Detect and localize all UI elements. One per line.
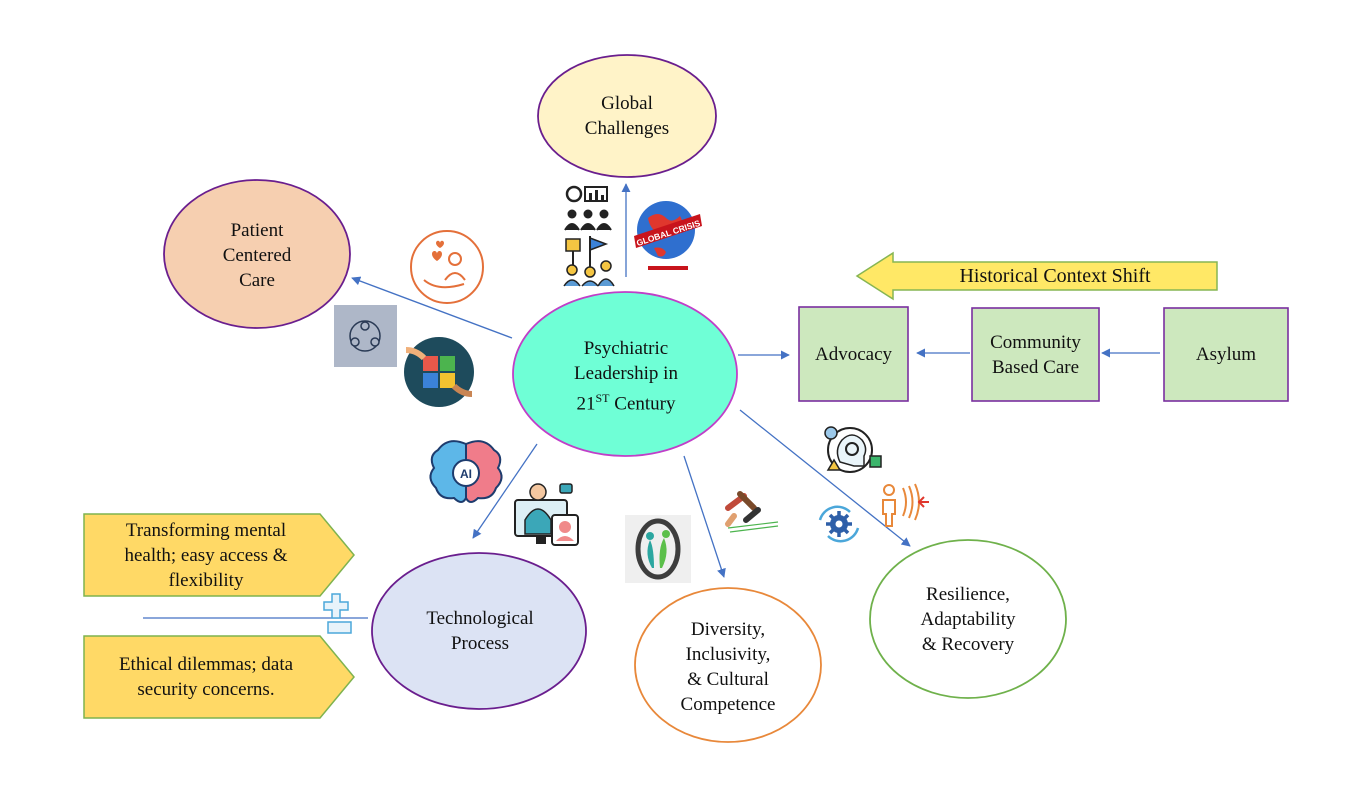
tech-line1: Technological	[426, 608, 534, 629]
resilience-label: Resilience, Adaptability & Recovery	[885, 579, 1051, 659]
puzzle-hands-icon	[404, 337, 474, 407]
community-box	[971, 307, 1100, 402]
patient-centered-care-node	[163, 179, 351, 329]
patient-centered-care-label: Patient Centered Care	[185, 214, 329, 296]
connector-patient	[351, 276, 513, 339]
diversity-line3: & Cultural	[687, 669, 769, 690]
globe-crisis-icon: GLOBAL CRISIS	[632, 190, 702, 275]
connectors	[143, 183, 1160, 619]
tech-negative-label: Ethical dilemmas; data security concerns…	[88, 636, 324, 718]
resilience-line1: Resilience,	[926, 583, 1010, 605]
mind-gears-icon	[824, 426, 882, 473]
resilience-line2: Adaptability	[920, 608, 1016, 630]
global-challenges-line1: Global	[601, 93, 653, 114]
ai-brain-label: AI	[460, 467, 472, 481]
connector-diversity	[683, 455, 726, 578]
tech-line2: Process	[450, 633, 510, 654]
center-line3: 21ST Century	[577, 386, 676, 416]
tech-positive-line2: health; easy access &	[124, 544, 288, 566]
center-line3-rest: Century	[609, 393, 676, 415]
connector-resilience	[739, 409, 911, 547]
community-line2: Based Care	[991, 356, 1080, 378]
center-label: Psychiatric Leadership in 21ST Century	[540, 334, 712, 418]
center-line3-sup: ST	[595, 390, 610, 405]
technological-process-node	[371, 552, 587, 710]
center-line2: Leadership in	[574, 362, 678, 384]
asylum-label: Asylum	[1195, 344, 1257, 365]
advocacy-label: Advocacy	[814, 343, 893, 365]
historical-context-label: Historical Context Shift	[959, 264, 1151, 287]
patient-line3: Care	[239, 269, 275, 291]
tech-positive-note	[83, 513, 355, 597]
tree-hands-icon	[625, 515, 691, 583]
ai-brain-icon: AI	[429, 440, 503, 503]
group-circle-icon	[334, 305, 397, 367]
diversity-node	[634, 587, 822, 743]
community-line1: Community	[990, 331, 1081, 353]
people-heart-hand-icon	[410, 230, 484, 304]
diversity-line4: Competence	[680, 694, 776, 715]
center-node	[512, 291, 738, 457]
center-line3-num: 21	[576, 393, 596, 415]
plus-icon	[323, 593, 349, 619]
resilience-line3: & Recovery	[921, 633, 1015, 655]
tech-positive-line1: Transforming mental	[125, 519, 287, 541]
tech-negative-note	[83, 635, 355, 719]
tech-positive-label: Transforming mental health; easy access …	[88, 514, 324, 596]
diversity-line1: Diversity,	[690, 619, 766, 640]
connector-tech	[472, 443, 538, 539]
gear-cycle-icon	[818, 505, 860, 543]
diversity-line2: Inclusivity,	[685, 644, 771, 665]
technological-process-label: Technological Process	[394, 603, 566, 659]
patient-line2: Centered	[222, 244, 292, 266]
tech-negative-line2: security concerns.	[137, 679, 275, 700]
historical-context-arrow	[855, 251, 1218, 301]
protest-crowd-icon	[563, 236, 615, 287]
diversity-label: Diversity, Inclusivity, & Cultural Compe…	[650, 615, 806, 719]
person-waves-icon	[882, 483, 929, 527]
asylum-box	[1163, 307, 1289, 402]
minus-icon	[327, 621, 352, 634]
center-line1: Psychiatric	[583, 337, 669, 359]
community-label: Community Based Care	[972, 308, 1099, 401]
advocacy-box	[798, 306, 909, 402]
tech-negative-line1: Ethical dilemmas; data	[118, 654, 294, 675]
patient-line1: Patient	[230, 219, 284, 241]
global-challenges-line2: Challenges	[584, 118, 670, 139]
resilience-node	[869, 539, 1067, 699]
team-meeting-icon	[564, 185, 612, 231]
tech-positive-line3: flexibility	[168, 569, 244, 591]
telehealth-doctor-icon	[514, 483, 579, 546]
diverse-hands-icon	[725, 491, 779, 533]
global-challenges-node	[537, 54, 717, 178]
global-challenges-label: Global Challenges	[548, 88, 706, 144]
